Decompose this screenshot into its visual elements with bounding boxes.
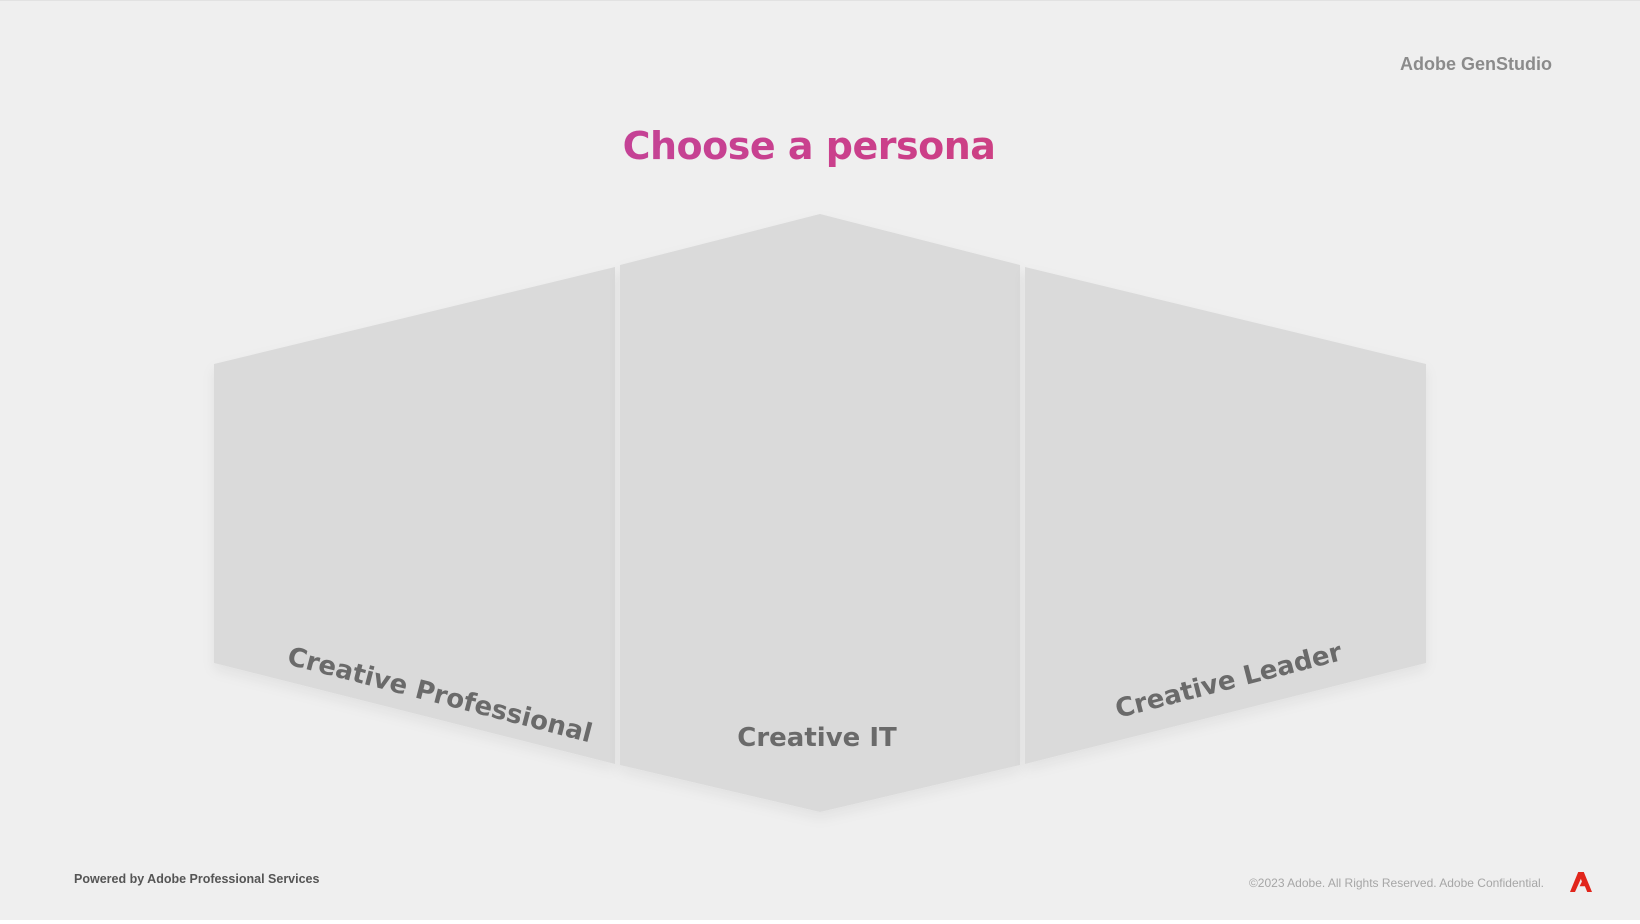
persona-card-creative-leader[interactable]: Creative Leader xyxy=(1025,267,1426,764)
persona-panel-left[interactable] xyxy=(214,267,615,764)
bottom-border xyxy=(0,920,1640,924)
adobe-logo-icon xyxy=(1570,872,1592,892)
persona-panel-right[interactable] xyxy=(1025,267,1426,764)
powered-by-text: Powered by Adobe Professional Services xyxy=(74,872,320,886)
persona-card-creative-it[interactable]: Creative IT xyxy=(620,214,1020,812)
persona-label-creative-it[interactable]: Creative IT xyxy=(737,723,897,753)
top-border xyxy=(0,0,1640,1)
brand-name: Adobe GenStudio xyxy=(1400,54,1552,74)
persona-panel-center[interactable] xyxy=(620,214,1020,812)
page-title: Choose a persona xyxy=(0,124,1618,168)
copyright-text: ©2023 Adobe. All Rights Reserved. Adobe … xyxy=(1248,876,1544,890)
persona-card-creative-professional[interactable]: Creative Professional xyxy=(214,267,615,764)
